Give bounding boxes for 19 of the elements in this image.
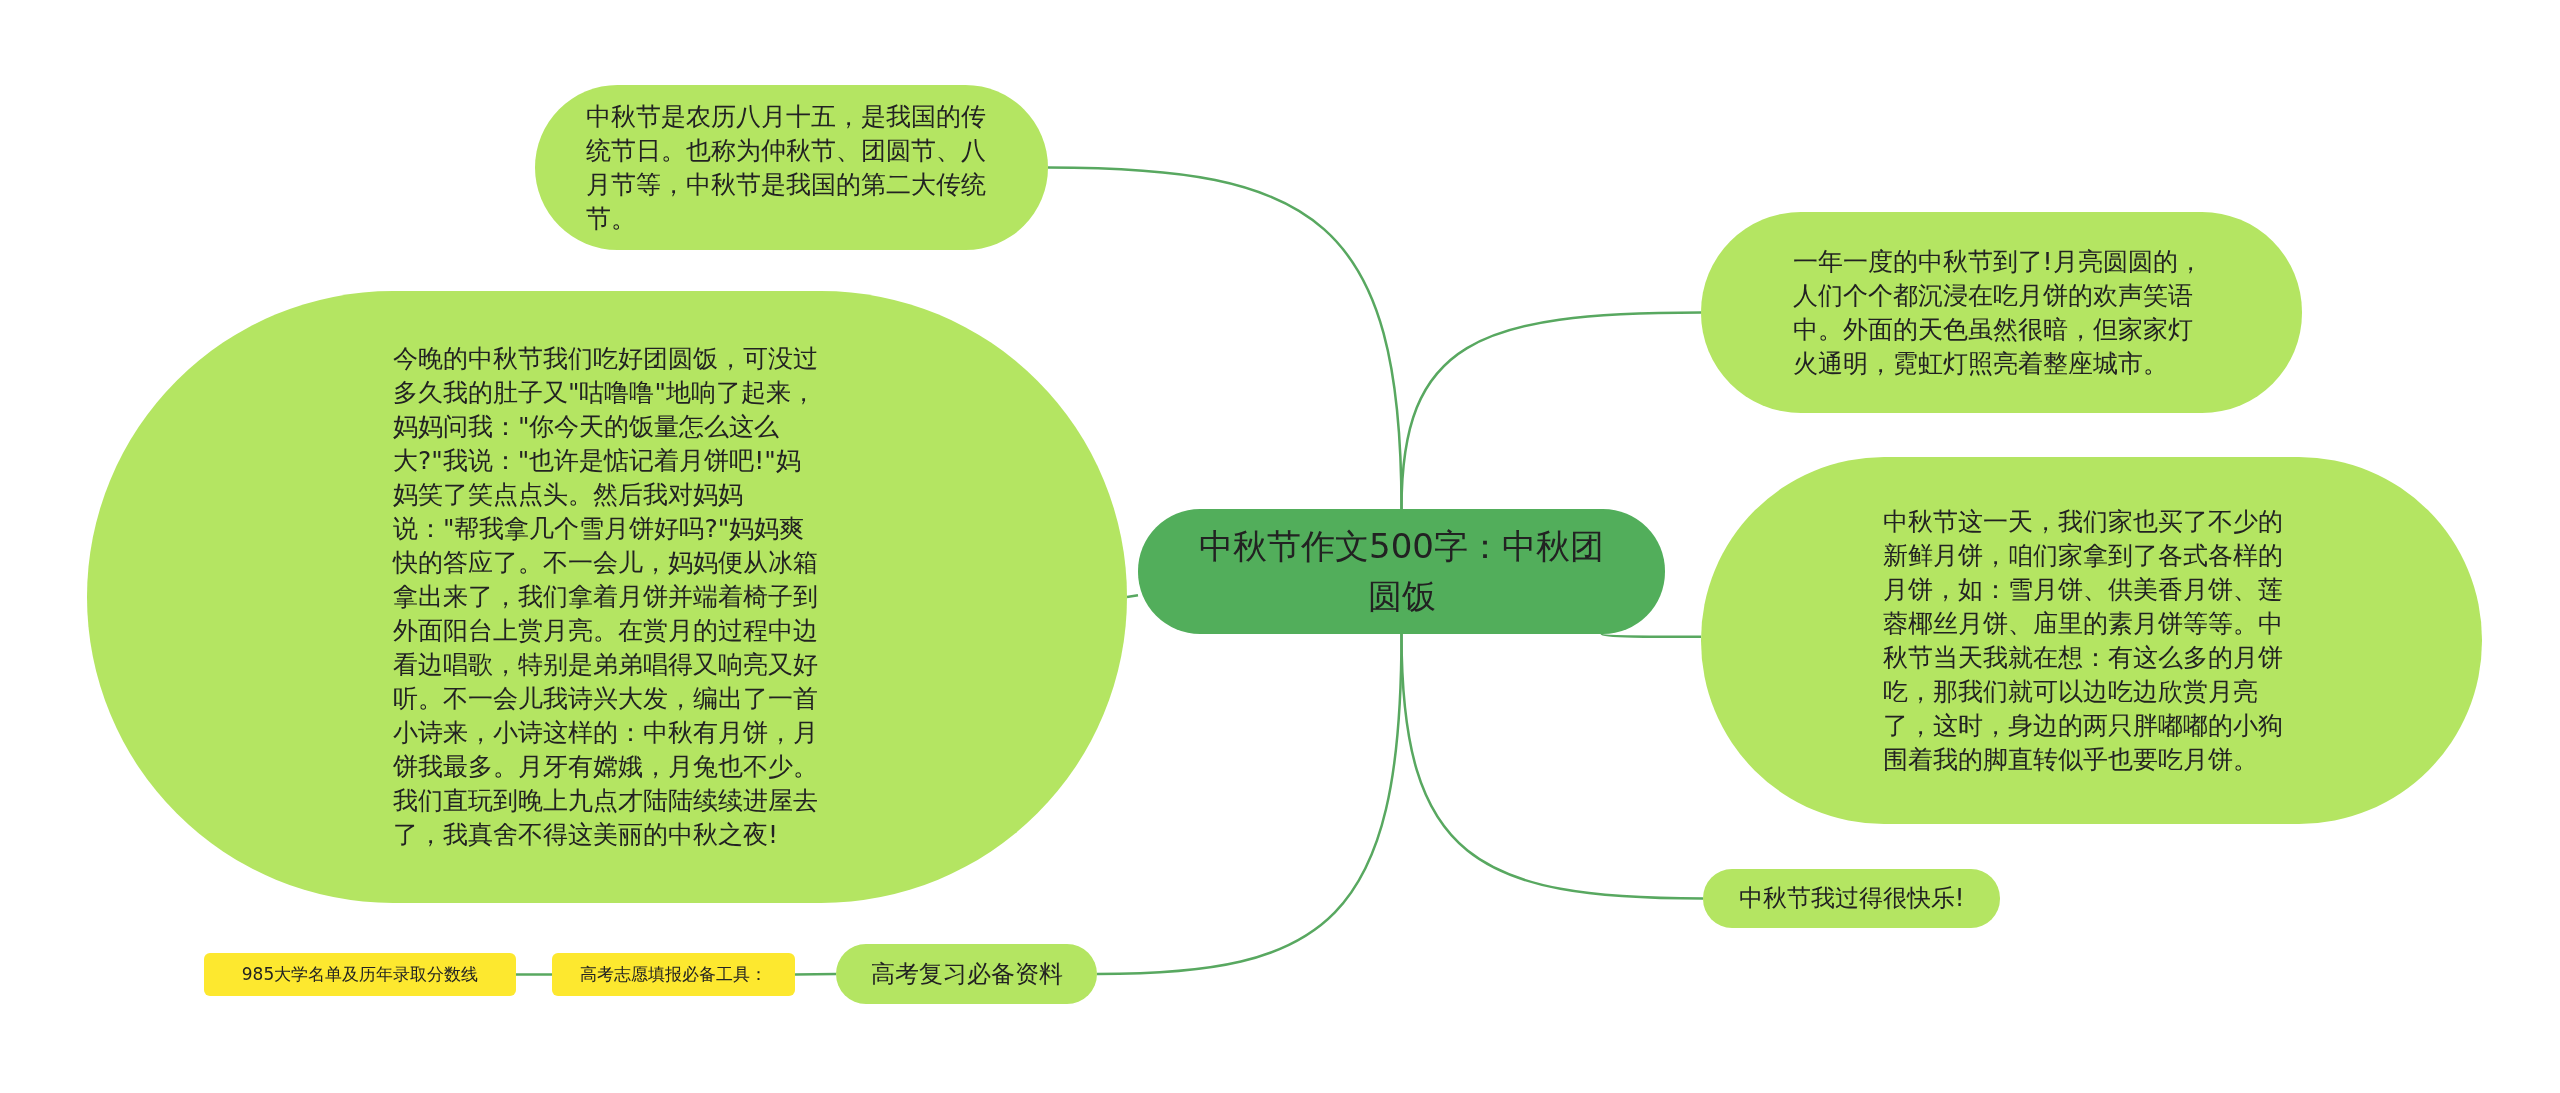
topic-pill bbox=[1703, 869, 2000, 928]
topic-text: 高考志愿填报必备工具： bbox=[579, 962, 768, 986]
topic-text: 中秋节我过得很快乐! bbox=[1737, 883, 1966, 915]
tag-label-box bbox=[552, 953, 795, 996]
connector-line bbox=[1400, 311, 1701, 510]
topic-text: 中秋节作文500字：中秋团圆饭 bbox=[1198, 525, 1605, 618]
topic-text: 一年一度的中秋节到了!月亮圆圆的，人们个个都沉浸在吃月饼的欢声笑语中。外面的天色虽然很暗，但家家灯火通明，霓虹灯照亮着整座城市。 bbox=[1792, 245, 2204, 380]
topic-text: 高考复习必备资料 bbox=[869, 958, 1064, 990]
connector-line bbox=[795, 972, 836, 976]
topic-pill bbox=[836, 944, 1097, 1004]
topic-text: 今晚的中秋节我们吃好团圆饭，可没过多久我的肚子又"咕噜噜"地响了起来，妈妈问我："你今天的饭量怎么这么大?"我说："也许是惦记着月饼吧!"妈妈笑了笑点点头。然后我对妈妈说："帮我拿几个雪月饼好吗?"妈妈爽快的答应了。不一会儿，妈妈便从冰箱拿出来了，我们拿着月饼并端着椅子到外面阳台上赏月亮。在赏月的过程中边看边唱歌，特别是弟弟唱得又响亮又好听。不一会儿我诗兴大发，编出了一首小诗来，小诗这样的：中秋有月饼，月饼我最多。月牙有嫦娥，月兔也不少。我们直玩到晚上九点才陆陆续续进屋去了，我真舍不得这美丽的中秋之夜! bbox=[393, 343, 819, 851]
tag-label-box bbox=[204, 953, 516, 996]
topic-text: 中秋节这一天，我们家也买了不少的新鲜月饼，咱们家拿到了各式各样的月饼，如：雪月饼、供美香月饼、莲蓉椰丝月饼、庙里的素月饼等等。中秋节当天我就在想：有这么多的月饼吃，那我们就可以边吃边欣赏月亮了，这时，身边的两只胖嘟嘟的小狗围着我的脚直转似乎也要吃月饼。 bbox=[1882, 505, 2284, 776]
topic-text: 985大学名单及历年录取分数线 bbox=[240, 962, 480, 986]
connector-line bbox=[1126, 594, 1139, 599]
connector-line bbox=[516, 973, 552, 976]
connector-line bbox=[1601, 632, 1701, 639]
topic-text: 中秋节是农历八月十五，是我国的传统节日。也称为仲秋节、团圆节、八月节等，中秋节是我国的第二大传统节。 bbox=[585, 100, 987, 235]
connector-line bbox=[1096, 633, 1403, 976]
